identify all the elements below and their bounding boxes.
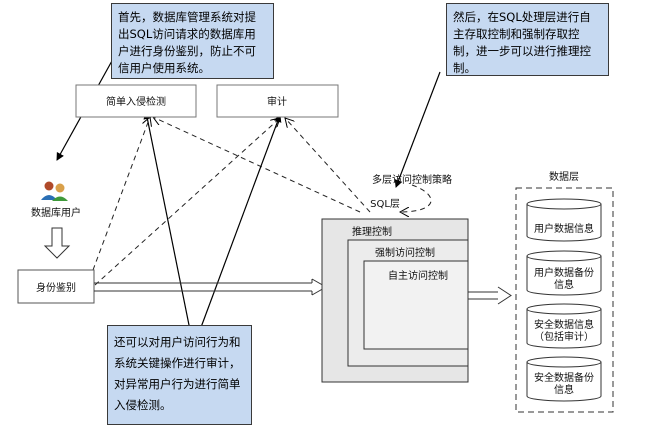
- audit-label: 审计: [267, 95, 287, 108]
- data-cylinder-1: 用户数据信息: [526, 198, 602, 242]
- pointer-top-right: [394, 71, 441, 188]
- identity-box: 身份鉴别: [17, 269, 95, 304]
- database-user-icon: [41, 181, 68, 201]
- data-item-4-line1: 安全数据备份: [534, 371, 594, 384]
- note-audit-intrusion: 还可以对用户访问行为和系统关键操作进行审计，对异常用户行为进行简单入侵检测。: [107, 325, 252, 425]
- link-sql-intrusion: [153, 117, 361, 213]
- data-item-3-line2: （包括审计）: [534, 330, 594, 343]
- link-sql-audit: [285, 118, 371, 213]
- pointer-bottom-audit: [199, 114, 282, 331]
- data-cylinder-3: 安全数据信息 （包括审计）: [526, 303, 602, 349]
- database-user-label: 数据库用户: [31, 206, 81, 219]
- data-item-1-label: 用户数据信息: [534, 222, 594, 235]
- discretionary-control-label: 自主访问控制: [388, 269, 448, 282]
- note-identity-authentication: 首先，数据库管理系统对提出SQL访问请求的数据库用户进行身份鉴别，防止不可信用户…: [111, 3, 274, 79]
- note-sql-access-control: 然后，在SQL处理层进行自主存取控制和强制存取控制，进一步可以进行推理控制。: [446, 3, 609, 76]
- pointer-bottom-intrusion: [143, 111, 191, 331]
- sql-layer-label: SQL层: [370, 198, 400, 210]
- discretionary-control-box: [363, 260, 469, 350]
- dashed-links: [92, 117, 432, 286]
- link-identity-audit: [94, 118, 280, 286]
- data-item-4-line2: 信息: [554, 383, 574, 396]
- policy-label: 多层访问控制策略: [372, 173, 452, 186]
- data-item-2-line1: 用户数据备份: [534, 266, 594, 279]
- note-pointers: [56, 49, 441, 331]
- intrusion-label: 简单入侵检测: [106, 95, 166, 108]
- data-layer-title: 数据层: [549, 170, 579, 183]
- data-cylinder-2: 用户数据备份 信息: [526, 250, 602, 296]
- user-to-identity-arrow: [43, 227, 71, 259]
- sql-layer-box: 推理控制 强制访问控制 自主访问控制: [321, 218, 469, 383]
- data-item-2-line2: 信息: [554, 278, 574, 291]
- intrusion-detection-box: 简单入侵检测: [75, 84, 197, 118]
- identity-label: 身份鉴别: [36, 281, 76, 294]
- data-layer: 数据层 用户数据信息 用户数据备份 信息 安全数据信息 （包括审计） 安全数据备…: [515, 170, 614, 413]
- sql-to-data-arrow: [468, 286, 512, 305]
- identity-to-sql-arrow: [94, 278, 328, 296]
- audit-box: 审计: [216, 84, 339, 118]
- data-item-3-line1: 安全数据信息: [534, 318, 594, 331]
- mandatory-control-label: 强制访问控制: [375, 246, 435, 259]
- link-identity-intrusion: [92, 117, 150, 271]
- data-cylinder-4: 安全数据备份 信息: [526, 356, 602, 402]
- inference-control-label: 推理控制: [352, 225, 392, 238]
- policy-arrow: [400, 184, 432, 212]
